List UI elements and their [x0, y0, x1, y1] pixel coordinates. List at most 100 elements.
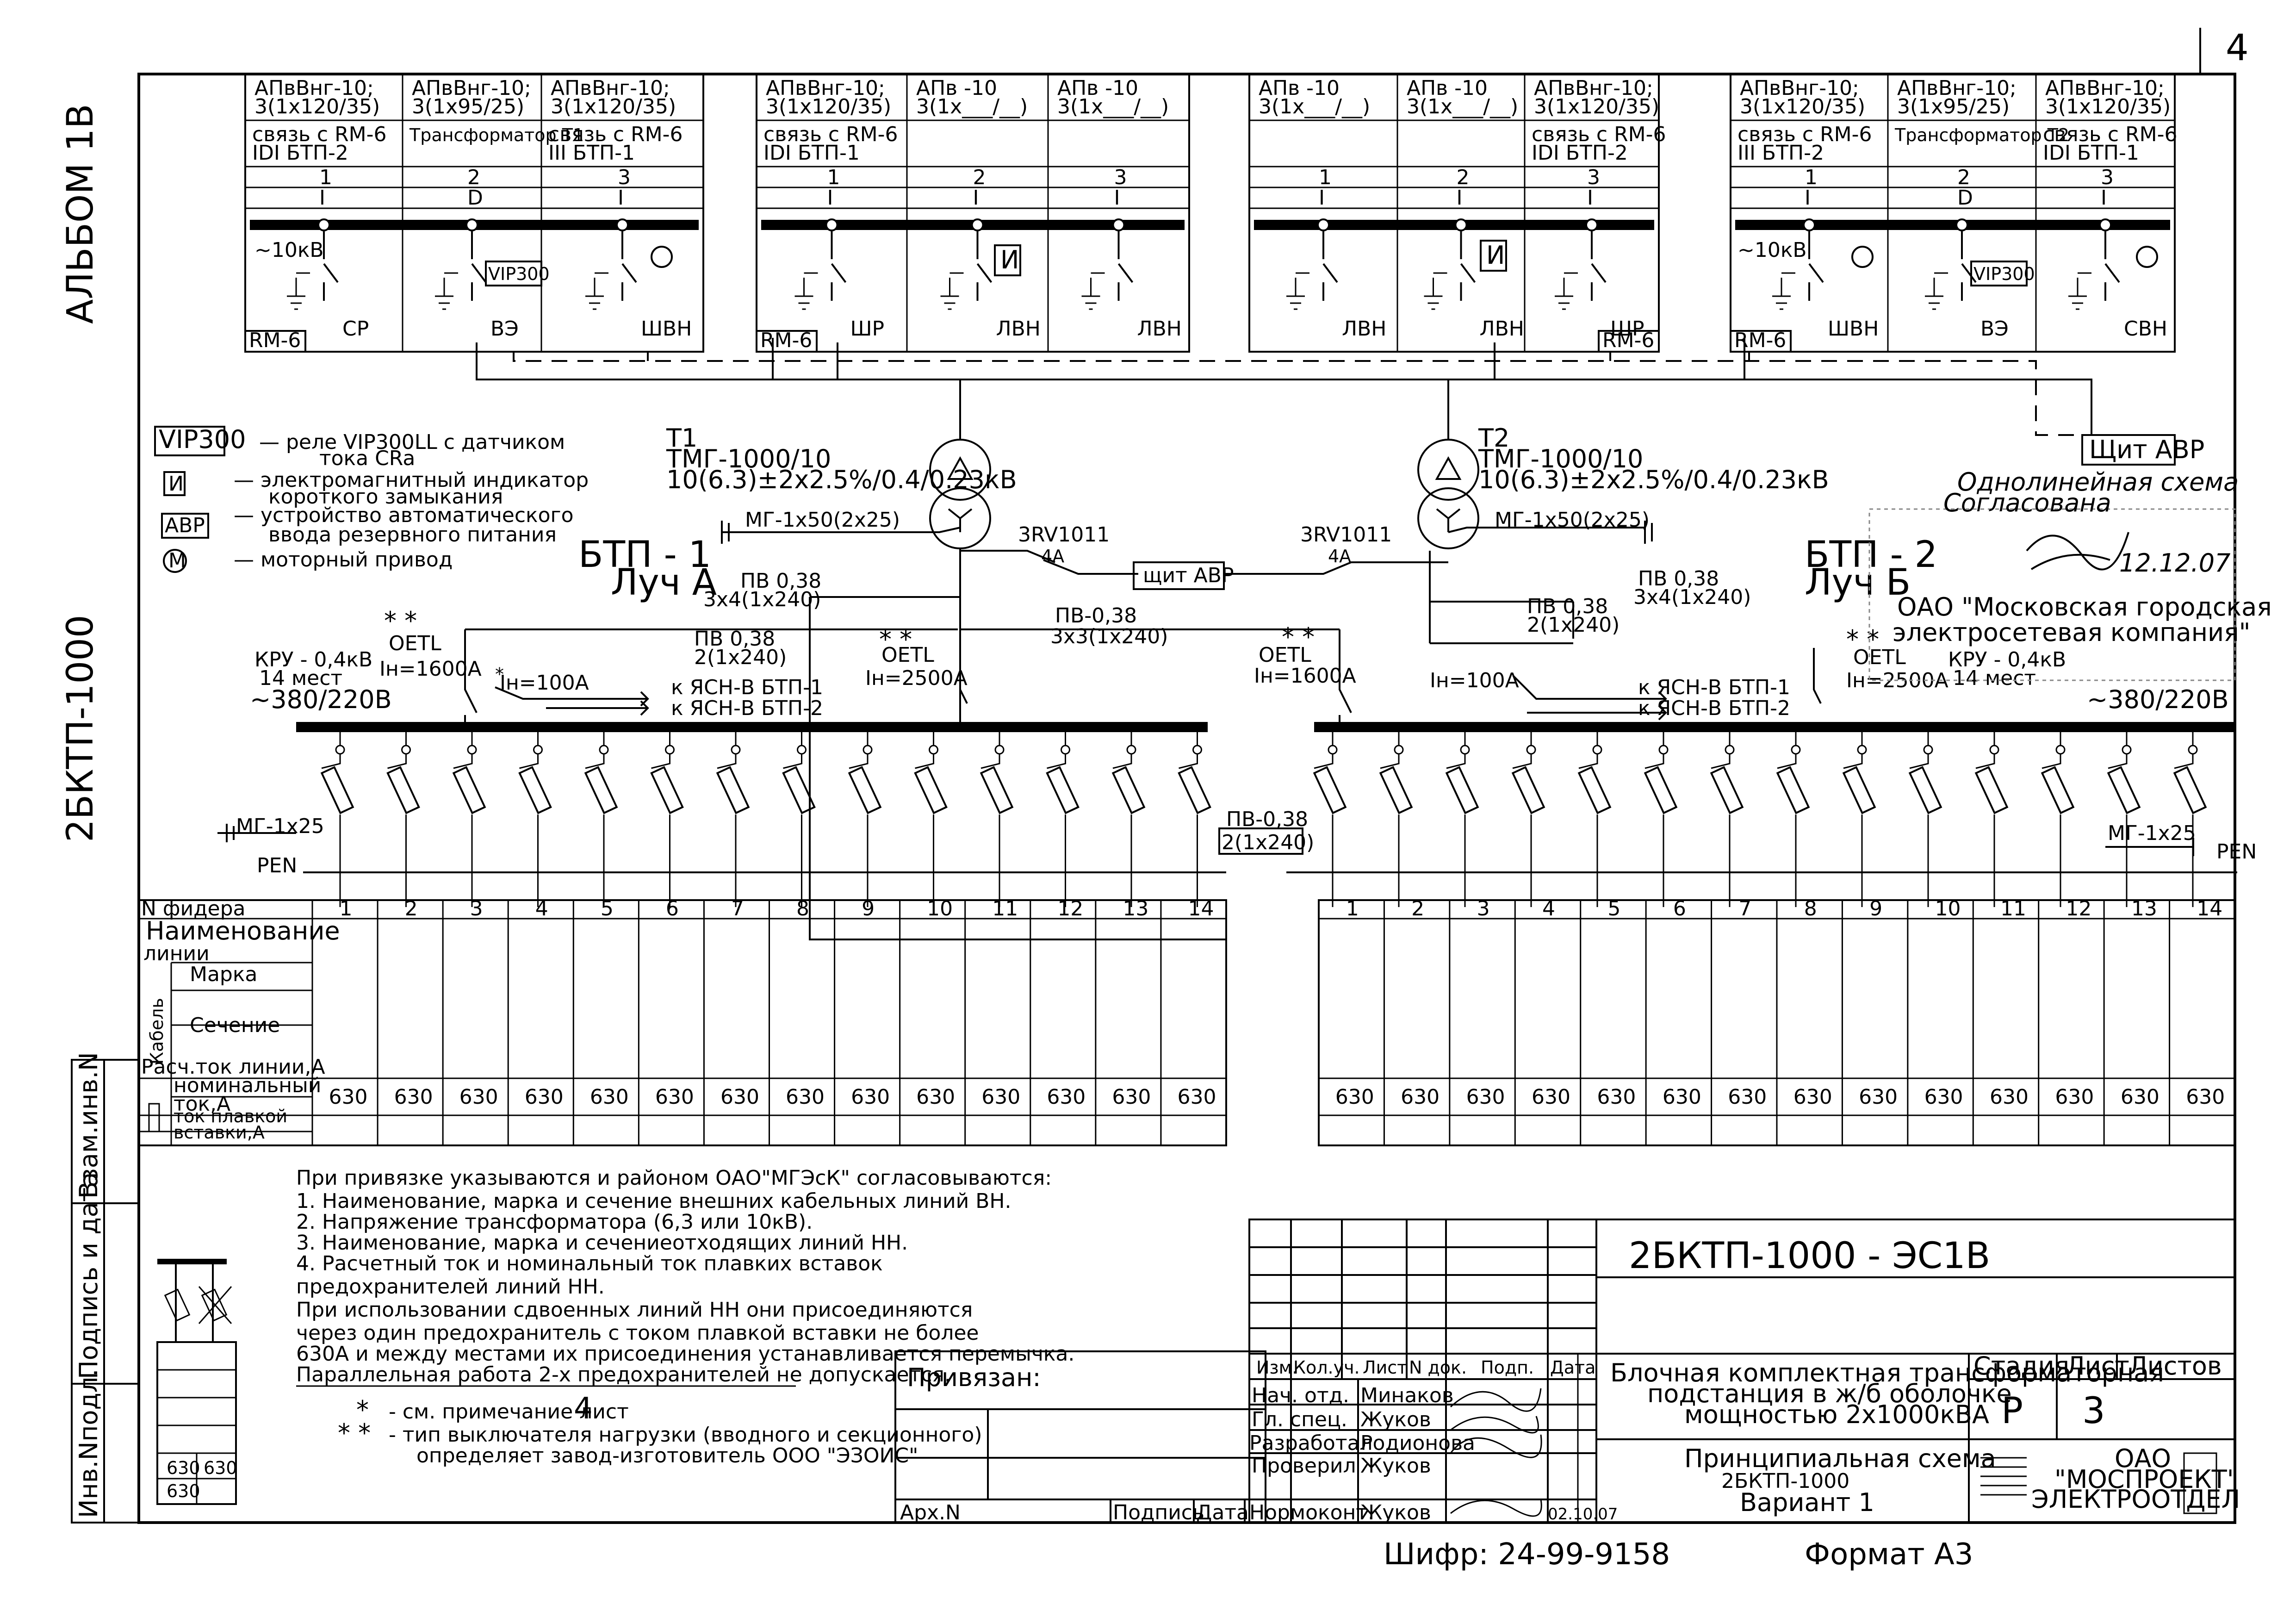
svg-text:IDI БТП-1: IDI БТП-1 — [2043, 141, 2139, 165]
svg-text:VIP300: VIP300 — [159, 425, 246, 454]
nominal-current: 630 — [329, 1085, 368, 1109]
svg-text:14 мест: 14 мест — [1953, 666, 2036, 690]
svg-text:Iн=1600А: Iн=1600А — [379, 657, 482, 681]
feeder-func: ВЭ — [1980, 317, 2009, 341]
svg-text:Блочная комплектная трансформа: Блочная комплектная трансформаторная — [1610, 1358, 2164, 1387]
svg-text:М: М — [168, 549, 186, 572]
svg-text:ТМГ-1000/10: ТМГ-1000/10 — [666, 444, 831, 473]
svg-text:630А и между местами их присое: 630А и между местами их присоединения ус… — [296, 1342, 1074, 1366]
indicator-box: И — [1000, 245, 1019, 274]
nominal-current: 630 — [851, 1085, 890, 1109]
svg-text:12.12.07: 12.12.07 — [2119, 548, 2230, 578]
svg-text:2(1x240): 2(1x240) — [1222, 831, 1314, 854]
svg-text:связь с RM-6: связь с RM-6 — [763, 123, 898, 146]
feeder-number: 7 — [731, 897, 744, 920]
nominal-current: 630 — [720, 1085, 759, 1109]
svg-text:АПв -10: АПв -10 — [1407, 76, 1488, 100]
svg-text:подстанция в ж/б оболочке: подстанция в ж/б оболочке — [1647, 1379, 2012, 1408]
feeder-number: 4 — [535, 897, 548, 920]
svg-text:630: 630 — [204, 1458, 237, 1478]
svg-text:Жуков: Жуков — [1360, 1501, 1431, 1524]
svg-text:Нач. отд.: Нач. отд. — [1252, 1384, 1349, 1407]
svg-text:Лист: Лист — [1363, 1357, 1407, 1378]
svg-text:вставки,А: вставки,А — [174, 1122, 265, 1143]
svg-text:Щит АВР: Щит АВР — [2089, 435, 2204, 464]
feeder-func: ШР — [850, 317, 885, 341]
svg-text:3(1x___/__): 3(1x___/__) — [916, 95, 1028, 118]
svg-text:III БТП-2: III БТП-2 — [1738, 141, 1824, 165]
feeder-func: СВН — [2124, 317, 2167, 341]
svg-text:Iн=100А: Iн=100А — [1430, 669, 1519, 692]
svg-text:2: 2 — [973, 166, 986, 189]
feeder-func: ШВН — [641, 317, 692, 341]
svg-text:ОАО "Московская городская: ОАО "Московская городская — [1897, 592, 2272, 622]
feeder-func: ЛВН — [996, 317, 1041, 341]
svg-text:Согласована: Согласована — [1943, 488, 2111, 517]
svg-text:АПвВнг-10;: АПвВнг-10; — [1897, 76, 2017, 100]
svg-text:3x4(1x240): 3x4(1x240) — [703, 588, 821, 611]
fuse-icon — [1710, 766, 1744, 815]
svg-text:Расч.ток линии,А: Расч.ток линии,А — [141, 1055, 325, 1079]
svg-text:3(1x120/35): 3(1x120/35) — [1740, 95, 1865, 118]
svg-text:Разработал: Разработал — [1249, 1431, 1373, 1455]
cipher: Шифр: 24-99-9158 — [1384, 1537, 1670, 1572]
svg-text:~380/220В: ~380/220В — [250, 685, 392, 714]
svg-text:АПв -10: АПв -10 — [916, 76, 997, 100]
svg-text:Параллельная работа 2-х предох: Параллельная работа 2-х предохранителей … — [296, 1363, 951, 1387]
svg-text:Подпись: Подпись — [1113, 1501, 1204, 1524]
svg-text:Инв.Nподл.: Инв.Nподл. — [74, 1369, 103, 1518]
fuse-icon — [1776, 766, 1810, 815]
rm6-tag: RM-6 — [760, 329, 812, 352]
feeder-number: 2 — [405, 897, 418, 920]
svg-text:~10кВ: ~10кВ — [254, 238, 324, 262]
nominal-current: 630 — [1793, 1085, 1832, 1109]
feeder-func: ЛВН — [1480, 317, 1524, 341]
feeder-number: 11 — [992, 897, 1018, 920]
svg-text:Iн=2500А: Iн=2500А — [865, 666, 968, 690]
svg-text:к ЯСН-В БТП-1: к ЯСН-В БТП-1 — [1638, 676, 1790, 699]
svg-text:Iн=1600А: Iн=1600А — [1254, 664, 1356, 688]
svg-text:к ЯСН-В БТП-1: к ЯСН-В БТП-1 — [671, 676, 823, 699]
svg-text:- тип выключателя нагрузки (вв: - тип выключателя нагрузки (вводного и с… — [389, 1423, 982, 1447]
fuse-icon — [320, 766, 354, 815]
svg-text:OETL: OETL — [389, 632, 441, 655]
svg-text:~380/220В: ~380/220В — [2087, 685, 2229, 714]
feeder-number: 10 — [927, 897, 953, 920]
svg-text:3(1x120/35): 3(1x120/35) — [2045, 95, 2171, 118]
svg-text:* *: * * — [384, 606, 417, 635]
svg-text:Кабель: Кабель — [147, 998, 167, 1064]
svg-text:мощностью 2x1000кВА: мощностью 2x1000кВА — [1684, 1400, 1989, 1429]
fuse-icon — [2107, 766, 2141, 815]
nominal-current: 630 — [655, 1085, 694, 1109]
svg-text:02.10.07: 02.10.07 — [1548, 1505, 1618, 1524]
feeder-number: 9 — [1869, 897, 1882, 920]
feeder-number: 8 — [1804, 897, 1817, 920]
control-dash-line — [509, 351, 2110, 436]
svg-text:Листов: Листов — [2128, 1351, 2222, 1380]
svg-text:"МОСПРОЕКТ": "МОСПРОЕКТ" — [2054, 1465, 2239, 1494]
feeder-func: ЛВН — [1342, 317, 1386, 341]
svg-text:ОАО: ОАО — [2115, 1444, 2171, 1473]
nominal-current: 630 — [981, 1085, 1020, 1109]
nominal-current: 630 — [1466, 1085, 1505, 1109]
svg-text:ПВ 0,38: ПВ 0,38 — [1638, 567, 1719, 591]
feeder-number: 3 — [1477, 897, 1490, 920]
fuse-icon — [1908, 766, 1942, 815]
approval-stamp: Однолинейная схема Согласована 12.12.07 … — [1868, 467, 2272, 681]
svg-text:ПВ 0,38: ПВ 0,38 — [1527, 595, 1608, 618]
svg-text:3(1x120/35): 3(1x120/35) — [1534, 95, 1659, 118]
svg-text:электросетевая компания": электросетевая компания" — [1893, 618, 2250, 647]
svg-text:АПвВнг-10;: АПвВнг-10; — [766, 76, 885, 100]
rm6-tag: RM-6 — [1734, 329, 1786, 352]
svg-text:2БКТП-1000: 2БКТП-1000 — [1721, 1469, 1849, 1493]
svg-text:3(1x120/35): 3(1x120/35) — [766, 95, 891, 118]
nominal-current: 630 — [1597, 1085, 1636, 1109]
svg-text:номинальный: номинальный — [174, 1074, 321, 1097]
svg-text:Изм.: Изм. — [1256, 1357, 1297, 1378]
svg-text:I: I — [319, 186, 325, 210]
svg-text:III БТП-1: III БТП-1 — [548, 141, 635, 165]
nominal-current: 630 — [1859, 1085, 1898, 1109]
feeder-number: 6 — [666, 897, 679, 920]
feeder-number: 10 — [1935, 897, 1961, 920]
svg-text:I: I — [1319, 186, 1325, 210]
